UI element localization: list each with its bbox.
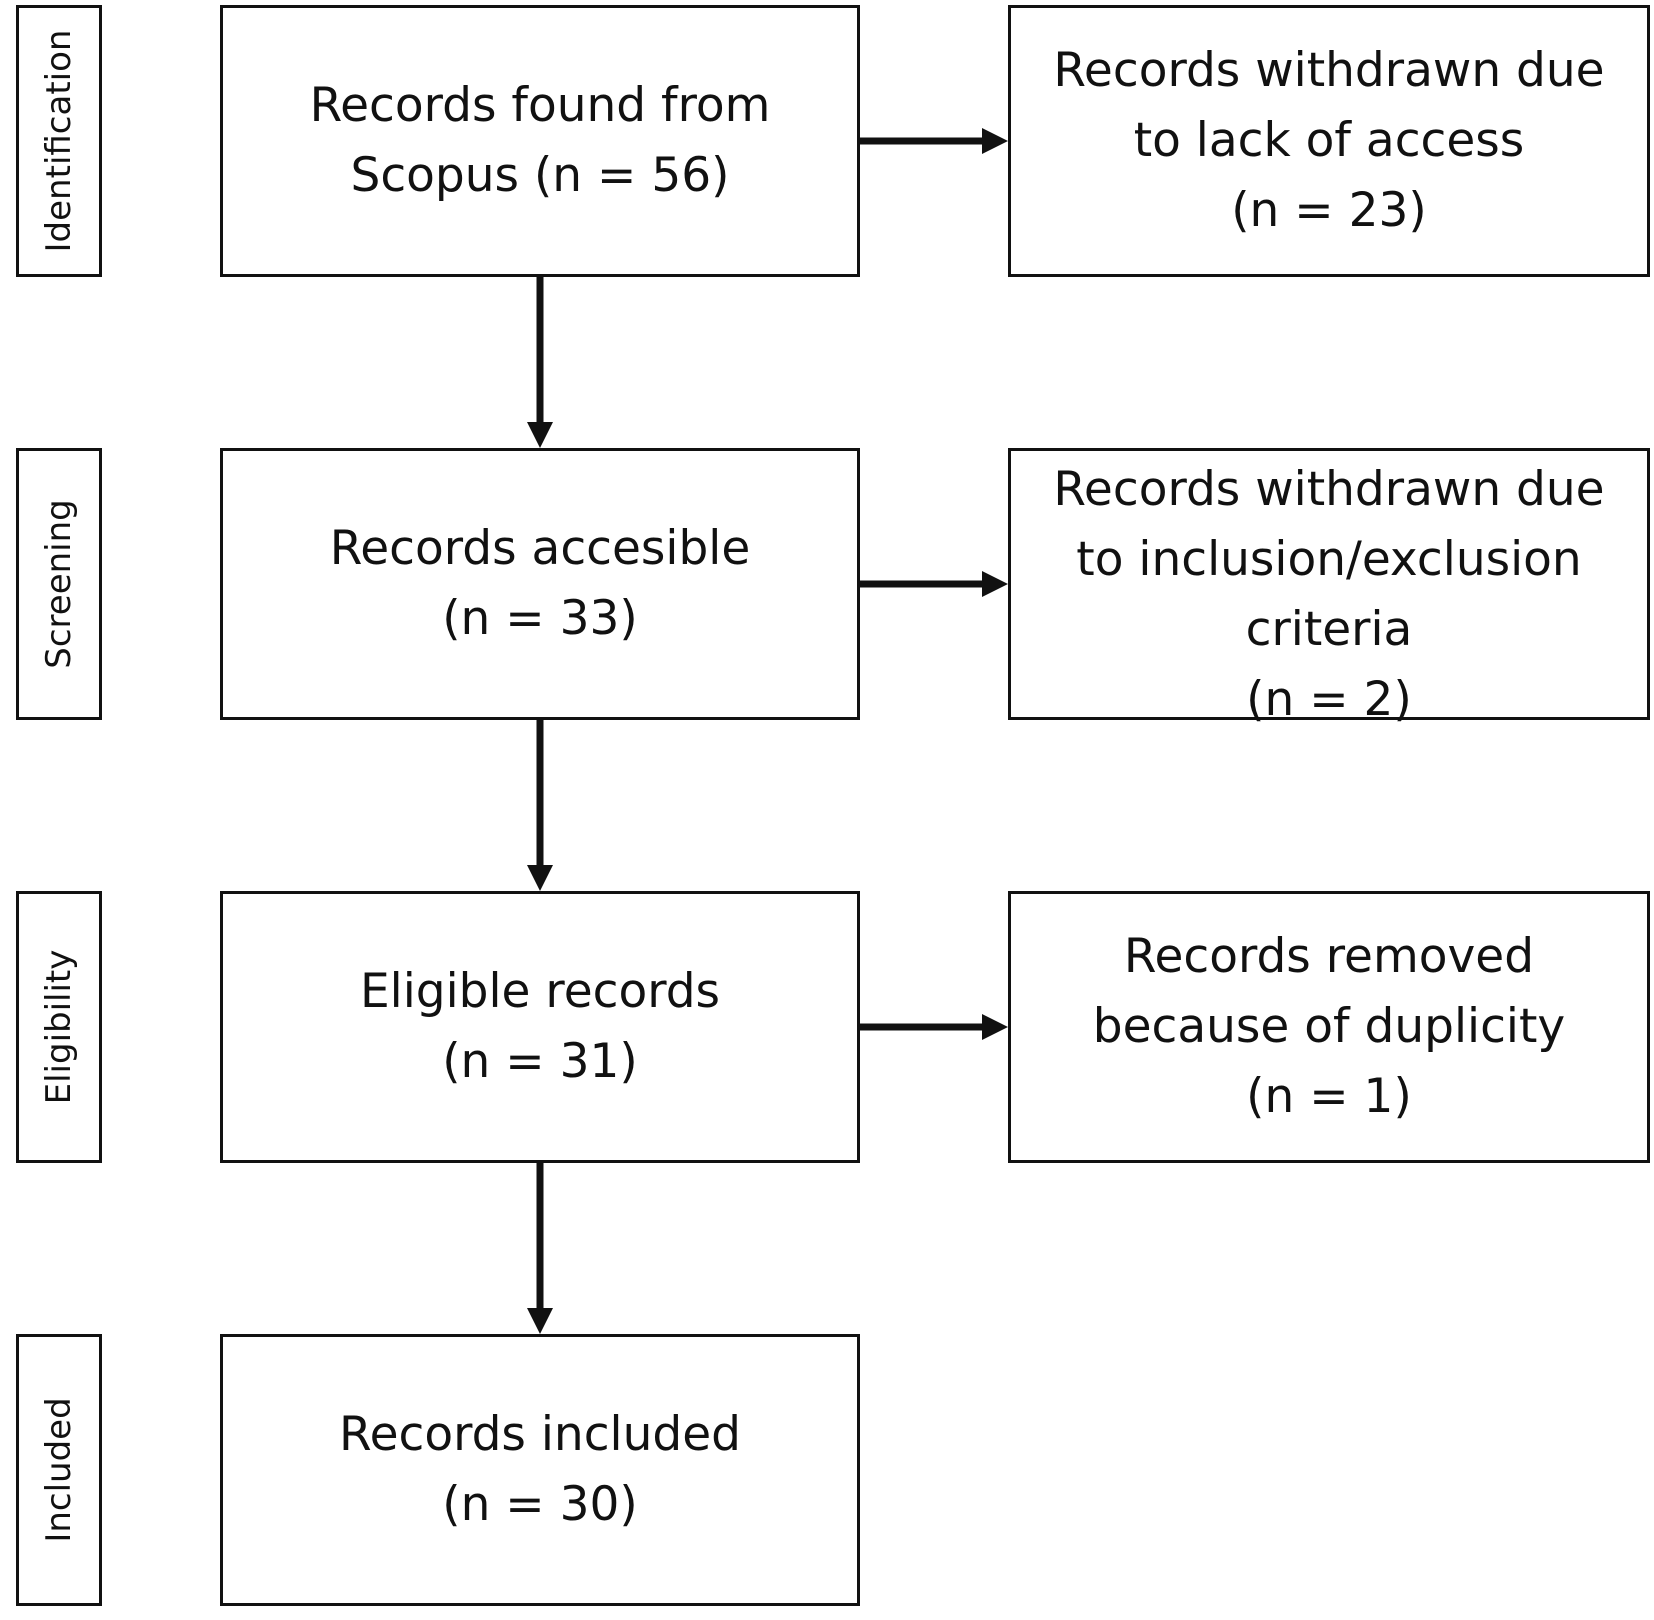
stage-label-included: Included xyxy=(16,1334,102,1606)
box-text-line: to lack of access xyxy=(1133,113,1525,168)
arrow-right-to-no-access xyxy=(860,128,1008,154)
withdrawn-criteria-box: Records withdrawn due to inclusion/exclu… xyxy=(1008,448,1650,727)
box-text-line: Eligible records xyxy=(359,964,721,1019)
arrow-down-found-to-accessible xyxy=(527,277,553,448)
removed-duplicity-box: Records removed because of duplicity (n … xyxy=(1008,891,1650,1163)
stage-label-identification: Identification xyxy=(16,5,102,277)
box-text-line: (n = 33) xyxy=(442,591,638,646)
records-found-box: Records found from Scopus (n = 56) xyxy=(220,5,860,277)
box-text-line: criteria xyxy=(1245,602,1413,657)
box-text-line: (n = 1) xyxy=(1246,1069,1412,1124)
box-text-line: Records withdrawn due xyxy=(1053,462,1605,517)
box-text-line: (n = 23) xyxy=(1231,183,1427,238)
box-text-line: because of duplicity xyxy=(1092,999,1566,1054)
stage-label-eligibility: Eligibility xyxy=(16,891,102,1163)
box-text-line: (n = 31) xyxy=(442,1034,638,1089)
stage-label-text: Included xyxy=(39,1397,79,1543)
arrow-right-to-criteria xyxy=(860,571,1008,597)
box-text-line: Records accesible xyxy=(329,521,751,576)
arrow-down-eligible-to-included xyxy=(527,1163,553,1334)
box-text-line: Records removed xyxy=(1123,929,1535,984)
box-text-line: (n = 30) xyxy=(442,1477,638,1532)
arrow-right-to-duplicity xyxy=(860,1014,1008,1040)
stage-label-text: Eligibility xyxy=(39,949,79,1105)
eligible-records-box: Eligible records (n = 31) xyxy=(220,891,860,1163)
stage-label-text: Screening xyxy=(39,499,79,669)
box-text-line: Records found from xyxy=(309,78,771,133)
arrow-down-accessible-to-eligible xyxy=(527,720,553,891)
withdrawn-no-access-box: Records withdrawn due to lack of access … xyxy=(1008,5,1650,277)
stage-label-text: Identification xyxy=(39,29,79,253)
box-text-line: Records included xyxy=(339,1407,741,1462)
records-accessible-box: Records accesible (n = 33) xyxy=(220,448,860,720)
box-text-line: Records withdrawn due xyxy=(1053,43,1605,98)
stage-label-screening: Screening xyxy=(16,448,102,720)
records-included-box: Records included (n = 30) xyxy=(220,1334,860,1606)
box-text-line: Scopus (n = 56) xyxy=(350,148,730,203)
box-text-line: (n = 2) xyxy=(1246,672,1412,727)
box-text-line: to inclusion/exclusion xyxy=(1076,532,1582,587)
